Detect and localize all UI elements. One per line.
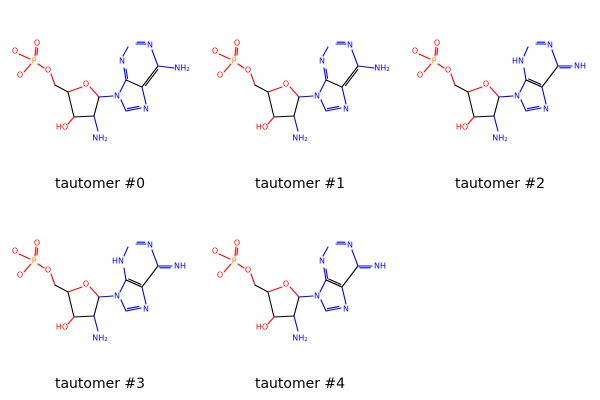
tautomer-caption-2: tautomer #2	[454, 176, 546, 192]
purine-n1: N	[147, 241, 153, 250]
ester-oxygen: O	[45, 66, 51, 75]
purine-n3-h: HN	[112, 257, 124, 266]
hydroxyl-group: HO	[256, 323, 268, 332]
phosphate-oxygen-left: O	[12, 47, 18, 56]
purine-n3-h: HN	[512, 57, 524, 66]
purine-n3: N	[319, 57, 325, 66]
phosphate-oxygen-top: O	[34, 39, 40, 48]
phosphorus-atom: P	[432, 57, 437, 66]
phosphate-oxygen-top: O	[234, 239, 240, 248]
phosphorus-atom: P	[32, 257, 37, 266]
purine-n3: N	[319, 257, 325, 266]
sugar-amine-group: NH2	[92, 134, 108, 144]
ester-oxygen: O	[445, 66, 451, 75]
exocyclic-imine-group: NH	[374, 262, 386, 271]
phosphate-oxygen-left: O	[412, 47, 418, 56]
sugar-amine-group: NH2	[492, 134, 508, 144]
exocyclic-amine-group: NH2	[374, 64, 390, 74]
phosphorus-atom: P	[32, 57, 37, 66]
tautomer-caption-4: tautomer #4	[254, 376, 346, 392]
purine-n7: N	[343, 305, 349, 314]
phosphate-oxygen-anion: O	[417, 71, 423, 80]
phosphate-oxygen-top: O	[434, 39, 440, 48]
purine-n9: N	[314, 292, 320, 301]
purine-n3: N	[119, 57, 125, 66]
ester-oxygen: O	[45, 266, 51, 275]
purine-n1: N	[347, 41, 353, 50]
purine-n7: N	[143, 105, 149, 114]
ester-oxygen: O	[245, 266, 251, 275]
hydroxyl-group: HO	[56, 323, 68, 332]
phosphate-oxygen-left: O	[12, 247, 18, 256]
phosphate-oxygen-anion: O	[17, 71, 23, 80]
purine-n7: N	[543, 105, 549, 114]
purine-n7: N	[343, 105, 349, 114]
phosphorus-atom: P	[232, 257, 237, 266]
purine-n1: N	[547, 41, 553, 50]
phosphate-oxygen-anion: O	[217, 271, 223, 280]
purine-n9: N	[114, 92, 120, 101]
ring-oxygen: O	[483, 80, 489, 89]
tautomer-caption-0: tautomer #0	[54, 176, 146, 192]
exocyclic-imine-group: NH	[574, 62, 586, 71]
exocyclic-imine-group: NH	[174, 262, 186, 271]
sugar-amine-group: NH2	[92, 334, 108, 344]
purine-n1: N	[147, 41, 153, 50]
hydroxyl-group: HO	[256, 123, 268, 132]
purine-n9: N	[114, 292, 120, 301]
phosphate-oxygen-left: O	[212, 47, 218, 56]
ester-oxygen: O	[245, 66, 251, 75]
tautomer-caption-3: tautomer #3	[54, 376, 146, 392]
purine-n7: N	[143, 305, 149, 314]
purine-n9: N	[514, 92, 520, 101]
ring-oxygen: O	[283, 280, 289, 289]
hydroxyl-group: HO	[456, 123, 468, 132]
purine-n1: N	[347, 241, 353, 250]
hydroxyl-group: HO	[56, 123, 68, 132]
phosphate-oxygen-anion: O	[217, 71, 223, 80]
phosphorus-atom: P	[232, 57, 237, 66]
phosphate-oxygen-top: O	[234, 39, 240, 48]
tautomer-caption-1: tautomer #1	[254, 176, 346, 192]
ring-oxygen: O	[83, 280, 89, 289]
exocyclic-amine-group: NH2	[174, 64, 190, 74]
phosphate-oxygen-top: O	[34, 239, 40, 248]
phosphate-oxygen-left: O	[212, 247, 218, 256]
purine-n9: N	[314, 92, 320, 101]
phosphate-oxygen-anion: O	[17, 271, 23, 280]
sugar-amine-group: NH2	[292, 134, 308, 144]
ring-oxygen: O	[283, 80, 289, 89]
sugar-amine-group: NH2	[292, 334, 308, 344]
ring-oxygen: O	[83, 80, 89, 89]
